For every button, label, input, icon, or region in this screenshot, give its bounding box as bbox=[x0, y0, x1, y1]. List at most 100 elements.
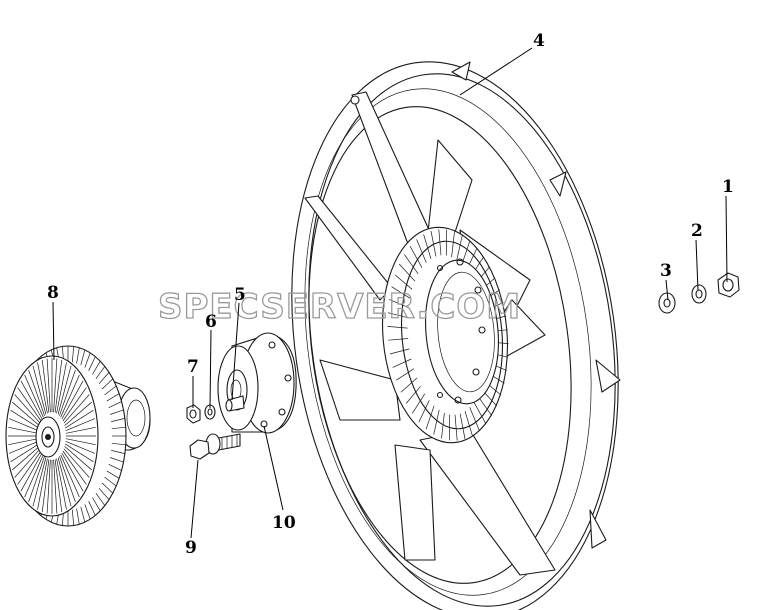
fin-line bbox=[54, 459, 63, 513]
fin-line bbox=[425, 405, 435, 430]
fin-line bbox=[108, 401, 122, 409]
fin-line bbox=[61, 452, 84, 492]
fin-line bbox=[92, 361, 101, 375]
fin-line bbox=[387, 312, 408, 319]
fin-line bbox=[109, 457, 124, 463]
fin-line bbox=[111, 418, 125, 422]
fin-line bbox=[477, 395, 492, 416]
fin-line bbox=[95, 492, 106, 506]
fin-line bbox=[423, 234, 432, 260]
fin-line bbox=[28, 369, 45, 416]
fin-line bbox=[101, 378, 114, 390]
fin-line bbox=[464, 410, 473, 436]
bolt-9 bbox=[189, 433, 241, 460]
fin-line bbox=[71, 509, 75, 526]
fin-line bbox=[98, 372, 110, 384]
fin-line bbox=[76, 347, 80, 364]
fin-line bbox=[8, 426, 39, 434]
fin-line bbox=[101, 482, 114, 494]
fin-line bbox=[451, 231, 455, 258]
fin-line bbox=[14, 448, 41, 478]
fin-line bbox=[32, 365, 47, 415]
fin-line bbox=[65, 443, 94, 463]
fin-line bbox=[65, 438, 96, 446]
fin-line bbox=[387, 326, 408, 329]
fan-assembly bbox=[291, 61, 621, 610]
fin-line bbox=[108, 463, 122, 471]
part-label-7: 7 bbox=[187, 357, 199, 377]
fin-line bbox=[111, 426, 126, 430]
fin-line bbox=[418, 400, 430, 423]
part-label-1: 1 bbox=[722, 177, 734, 197]
fin-line bbox=[28, 456, 45, 503]
fin-line bbox=[405, 386, 421, 404]
fin-line bbox=[461, 240, 471, 265]
fin-line bbox=[392, 358, 412, 368]
part-label-6: 6 bbox=[205, 312, 217, 332]
fin-line bbox=[65, 418, 96, 432]
nut-1 bbox=[717, 272, 740, 298]
fin-line bbox=[409, 246, 423, 268]
fin-line bbox=[20, 380, 43, 420]
fin-line bbox=[400, 377, 418, 393]
fin-line bbox=[430, 230, 437, 257]
part-label-8: 8 bbox=[47, 283, 59, 303]
fin-line bbox=[84, 352, 91, 368]
part-label-3: 3 bbox=[660, 261, 672, 281]
fin-line bbox=[433, 409, 440, 435]
fin-line bbox=[56, 458, 67, 510]
fin-line bbox=[65, 409, 94, 429]
fin-line bbox=[64, 401, 92, 426]
fin-line bbox=[441, 412, 445, 439]
part-label-9: 9 bbox=[185, 538, 197, 558]
hub-adapter bbox=[217, 332, 297, 434]
fin-line bbox=[56, 362, 67, 414]
fin-line bbox=[8, 438, 39, 446]
fin-line bbox=[17, 387, 42, 422]
fin-line bbox=[80, 349, 86, 366]
fin-line bbox=[398, 263, 416, 282]
fin-line bbox=[12, 446, 40, 471]
part-label-5: 5 bbox=[234, 285, 246, 305]
part-label-4: 4 bbox=[533, 31, 545, 51]
fin-line bbox=[46, 358, 51, 413]
fin-line bbox=[98, 488, 110, 500]
fin-line bbox=[92, 497, 101, 511]
fin-line bbox=[389, 348, 410, 355]
fin-line bbox=[106, 470, 120, 479]
fin-line bbox=[88, 501, 96, 516]
fin-line bbox=[10, 409, 39, 429]
fin-line bbox=[88, 356, 96, 371]
fin-line bbox=[12, 401, 40, 426]
fin-line bbox=[106, 393, 120, 402]
fan-clutch bbox=[5, 345, 151, 527]
nut-7 bbox=[186, 404, 201, 424]
fin-line bbox=[37, 362, 48, 414]
fin-line bbox=[53, 358, 58, 413]
fin-line bbox=[95, 366, 106, 380]
fin-line bbox=[404, 254, 419, 275]
clutch-front-fins bbox=[8, 358, 96, 514]
fin-line bbox=[111, 442, 126, 446]
fin-line bbox=[456, 235, 463, 261]
fin-line bbox=[62, 450, 87, 485]
fin-line bbox=[41, 459, 50, 513]
fin-line bbox=[65, 426, 96, 434]
fin-line bbox=[60, 374, 80, 418]
fin-line bbox=[17, 450, 42, 485]
flat-washer-3 bbox=[658, 292, 676, 314]
fin-line bbox=[14, 394, 41, 424]
part-label-10: 10 bbox=[272, 513, 296, 533]
fin-line bbox=[20, 452, 43, 492]
fin-line bbox=[46, 459, 51, 514]
fin-line bbox=[394, 274, 413, 290]
fin-line bbox=[57, 365, 72, 415]
fin-line bbox=[454, 414, 458, 441]
fin-line bbox=[109, 409, 124, 415]
fin-line bbox=[84, 504, 91, 520]
fin-line bbox=[76, 508, 80, 525]
fin-line bbox=[388, 338, 409, 341]
fin-line bbox=[10, 443, 39, 463]
fin-line bbox=[54, 359, 63, 413]
